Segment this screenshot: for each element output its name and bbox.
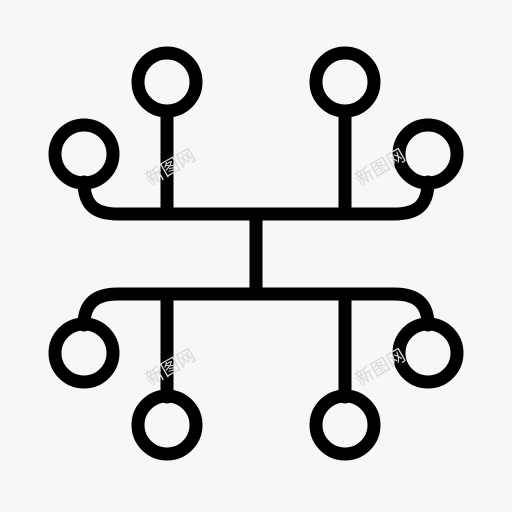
node-top-left — [131, 46, 203, 118]
node-lower-far-right — [392, 317, 464, 389]
watermark-4: 新图网 — [352, 345, 409, 390]
lower-bus — [77, 287, 435, 332]
node-bottom-left — [131, 389, 203, 461]
node-upper-far-left — [48, 118, 120, 190]
node-lower-far-left — [48, 317, 120, 389]
upper-bus — [77, 175, 435, 221]
node-bottom-right — [309, 389, 381, 461]
node-top-right — [309, 46, 381, 118]
watermark-2: 新图网 — [352, 145, 409, 190]
node-upper-far-right — [392, 118, 464, 190]
